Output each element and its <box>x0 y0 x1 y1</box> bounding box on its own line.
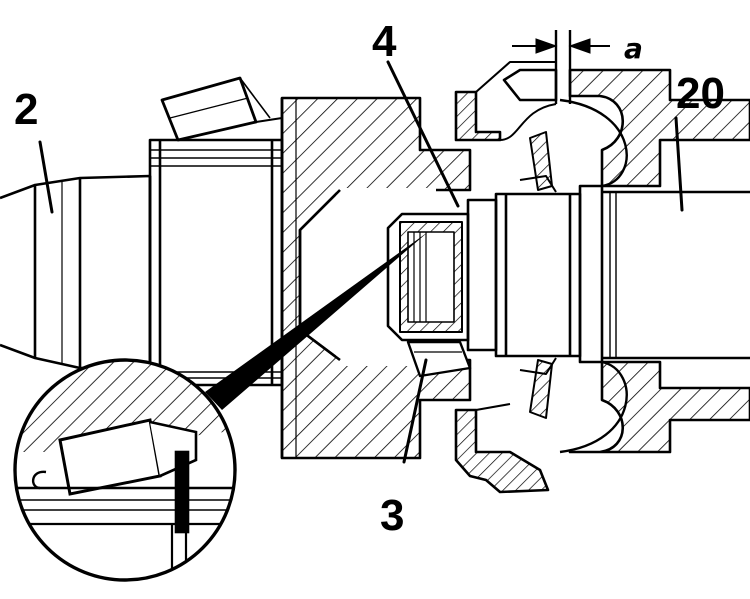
leader-line-20 <box>674 116 684 212</box>
leader-line-4 <box>386 60 460 208</box>
callout-part-20: 20 <box>676 69 725 118</box>
bearing-sleeve <box>148 138 284 387</box>
tapered-roller <box>160 76 283 142</box>
upper-flange <box>454 61 750 188</box>
output-shaft-part <box>466 184 750 364</box>
detail-pointer <box>205 232 428 410</box>
dimension-arrow-left <box>535 38 558 54</box>
leader-line-2 <box>38 140 54 214</box>
shaft-cone-part <box>0 174 152 370</box>
clearance-dimension <box>512 30 610 104</box>
leader-line-3 <box>402 358 428 464</box>
dimension-label-a: a <box>624 32 643 65</box>
dimension-arrow-right <box>568 38 591 54</box>
detail-view <box>13 358 237 582</box>
cutaway-arc-lower <box>559 360 628 454</box>
callout-part-3: 3 <box>380 491 404 540</box>
deflector-disc <box>519 131 557 419</box>
cutaway-arc-upper <box>559 98 628 188</box>
callout-part-2: 2 <box>14 85 38 134</box>
needle-bearing-part <box>386 212 470 342</box>
lower-flange <box>454 360 750 494</box>
callout-part-4: 4 <box>372 17 397 66</box>
